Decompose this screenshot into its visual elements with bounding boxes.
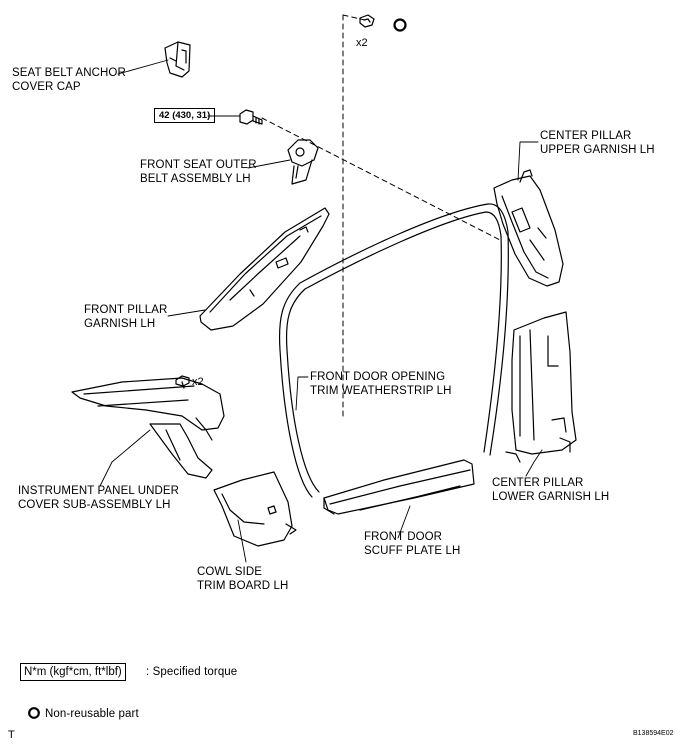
instrument-panel-under-cover-icon	[71, 377, 225, 479]
center-pillar-upper-garnish-icon	[493, 169, 564, 287]
leader-lines	[99, 59, 543, 563]
cowl-side-trim-board-label: COWL SIDE TRIM BOARD LH	[197, 566, 289, 592]
center-pillar-lower-garnish-label: CENTER PILLAR LOWER GARNISH LH	[492, 477, 610, 503]
front-seat-outer-belt-icon	[287, 139, 319, 185]
front-door-opening-weatherstrip-label: FRONT DOOR OPENING TRIM WEATHERSTRIP LH	[310, 371, 452, 397]
legend-torque-units-box: N*m (kgf*cm, ft*lbf)	[20, 663, 126, 681]
legend-nonreusable-desc: Non-reusable part	[45, 708, 139, 720]
front-door-scuff-plate-label: FRONT DOOR SCUFF PLATE LH	[364, 531, 461, 557]
instrument-panel-under-cover-label: INSTRUMENT PANEL UNDER COVER SUB-ASSEMBL…	[18, 485, 180, 511]
front-door-opening-weatherstrip-icon	[278, 203, 509, 498]
front-pillar-garnish-label: FRONT PILLAR GARNISH LH	[84, 304, 168, 330]
front-seat-outer-belt-label: FRONT SEAT OUTER BELT ASSEMBLY LH	[140, 159, 257, 185]
nonreusable-ring-icon	[393, 18, 407, 32]
bolt-icon	[239, 109, 263, 125]
front-door-scuff-plate-icon	[323, 459, 475, 515]
torque-spec-box: 42 (430, 31)	[154, 108, 216, 123]
front-pillar-garnish-icon	[199, 207, 330, 331]
seat-belt-anchor-cover-cap-label: SEAT BELT ANCHOR COVER CAP	[12, 67, 126, 93]
legend-nonreusable-ring-icon	[28, 707, 40, 719]
clip-instrument-icon	[175, 375, 190, 389]
corner-mark: T	[8, 729, 15, 741]
center-pillar-upper-garnish-label: CENTER PILLAR UPPER GARNISH LH	[540, 130, 655, 156]
quantity-clip-label: x2	[192, 376, 204, 388]
figure-code: B138594E02	[633, 730, 674, 737]
center-pillar-lower-garnish-icon	[505, 311, 577, 463]
dashed-reference-lines	[261, 14, 501, 421]
cowl-side-trim-board-icon	[213, 471, 297, 547]
clip-top-icon	[359, 14, 375, 28]
seat-belt-anchor-cover-cap-icon	[164, 41, 191, 78]
legend-torque-desc: : Specified torque	[146, 666, 238, 678]
quantity-top-label: x2	[356, 37, 368, 49]
